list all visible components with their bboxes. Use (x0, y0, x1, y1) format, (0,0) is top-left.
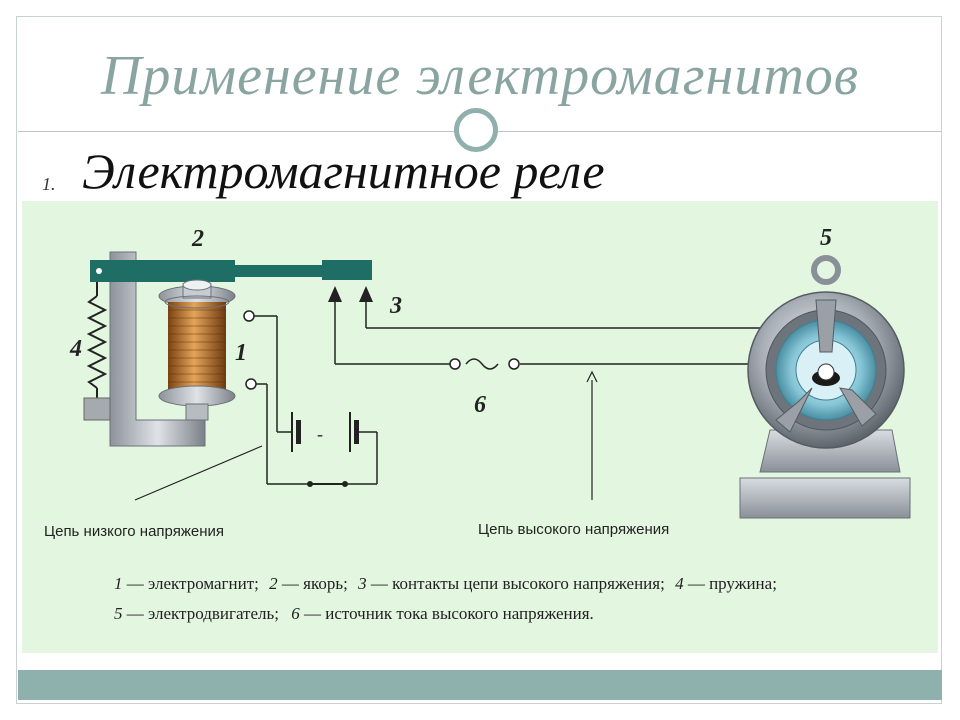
label-5: 5 (820, 225, 832, 251)
slide-frame (16, 16, 942, 704)
armature-contact (322, 260, 372, 280)
coil-winding (168, 302, 226, 390)
low-voltage-circuit (243, 310, 378, 485)
coil-bottom-flange (158, 385, 236, 407)
spring-mount (83, 397, 111, 421)
legend-line-1: 1 — электромагнит; 2 — якорь; 3 — контак… (114, 574, 777, 593)
spring (86, 295, 108, 389)
contact-arrow-left-icon (328, 286, 342, 302)
contact-arrow-right-icon (359, 286, 373, 302)
armature (90, 260, 235, 282)
bullet-number: 1. (42, 174, 56, 194)
motor-base (739, 477, 911, 519)
high-voltage-circuit (334, 300, 765, 365)
ac-source-icon (449, 358, 520, 370)
footer-band (18, 670, 942, 700)
battery-icon (291, 412, 362, 452)
label-4: 4 (69, 336, 82, 362)
label-6: 6 (474, 392, 486, 418)
low-voltage-pointer (134, 445, 263, 501)
bullet-heading: Электромагнитное реле (82, 143, 605, 199)
battery-minus-label: - (317, 424, 323, 444)
slide-title: Применение электромагнитов (100, 45, 860, 107)
decorative-ring-icon (454, 108, 498, 152)
low-voltage-label: Цепь низкого напряжения (44, 523, 224, 540)
armature-rod (235, 265, 325, 277)
label-2: 2 (191, 226, 204, 252)
high-voltage-label: Цепь высокого напряжения (478, 521, 669, 538)
legend-line-2: 5 — электродвигатель; 6 — источник тока … (114, 604, 594, 623)
label-3: 3 (389, 293, 402, 319)
motor-lift-ring-icon (811, 255, 841, 285)
armature-pin-icon (96, 268, 102, 274)
label-1: 1 (235, 340, 247, 366)
electric-motor (739, 255, 911, 519)
